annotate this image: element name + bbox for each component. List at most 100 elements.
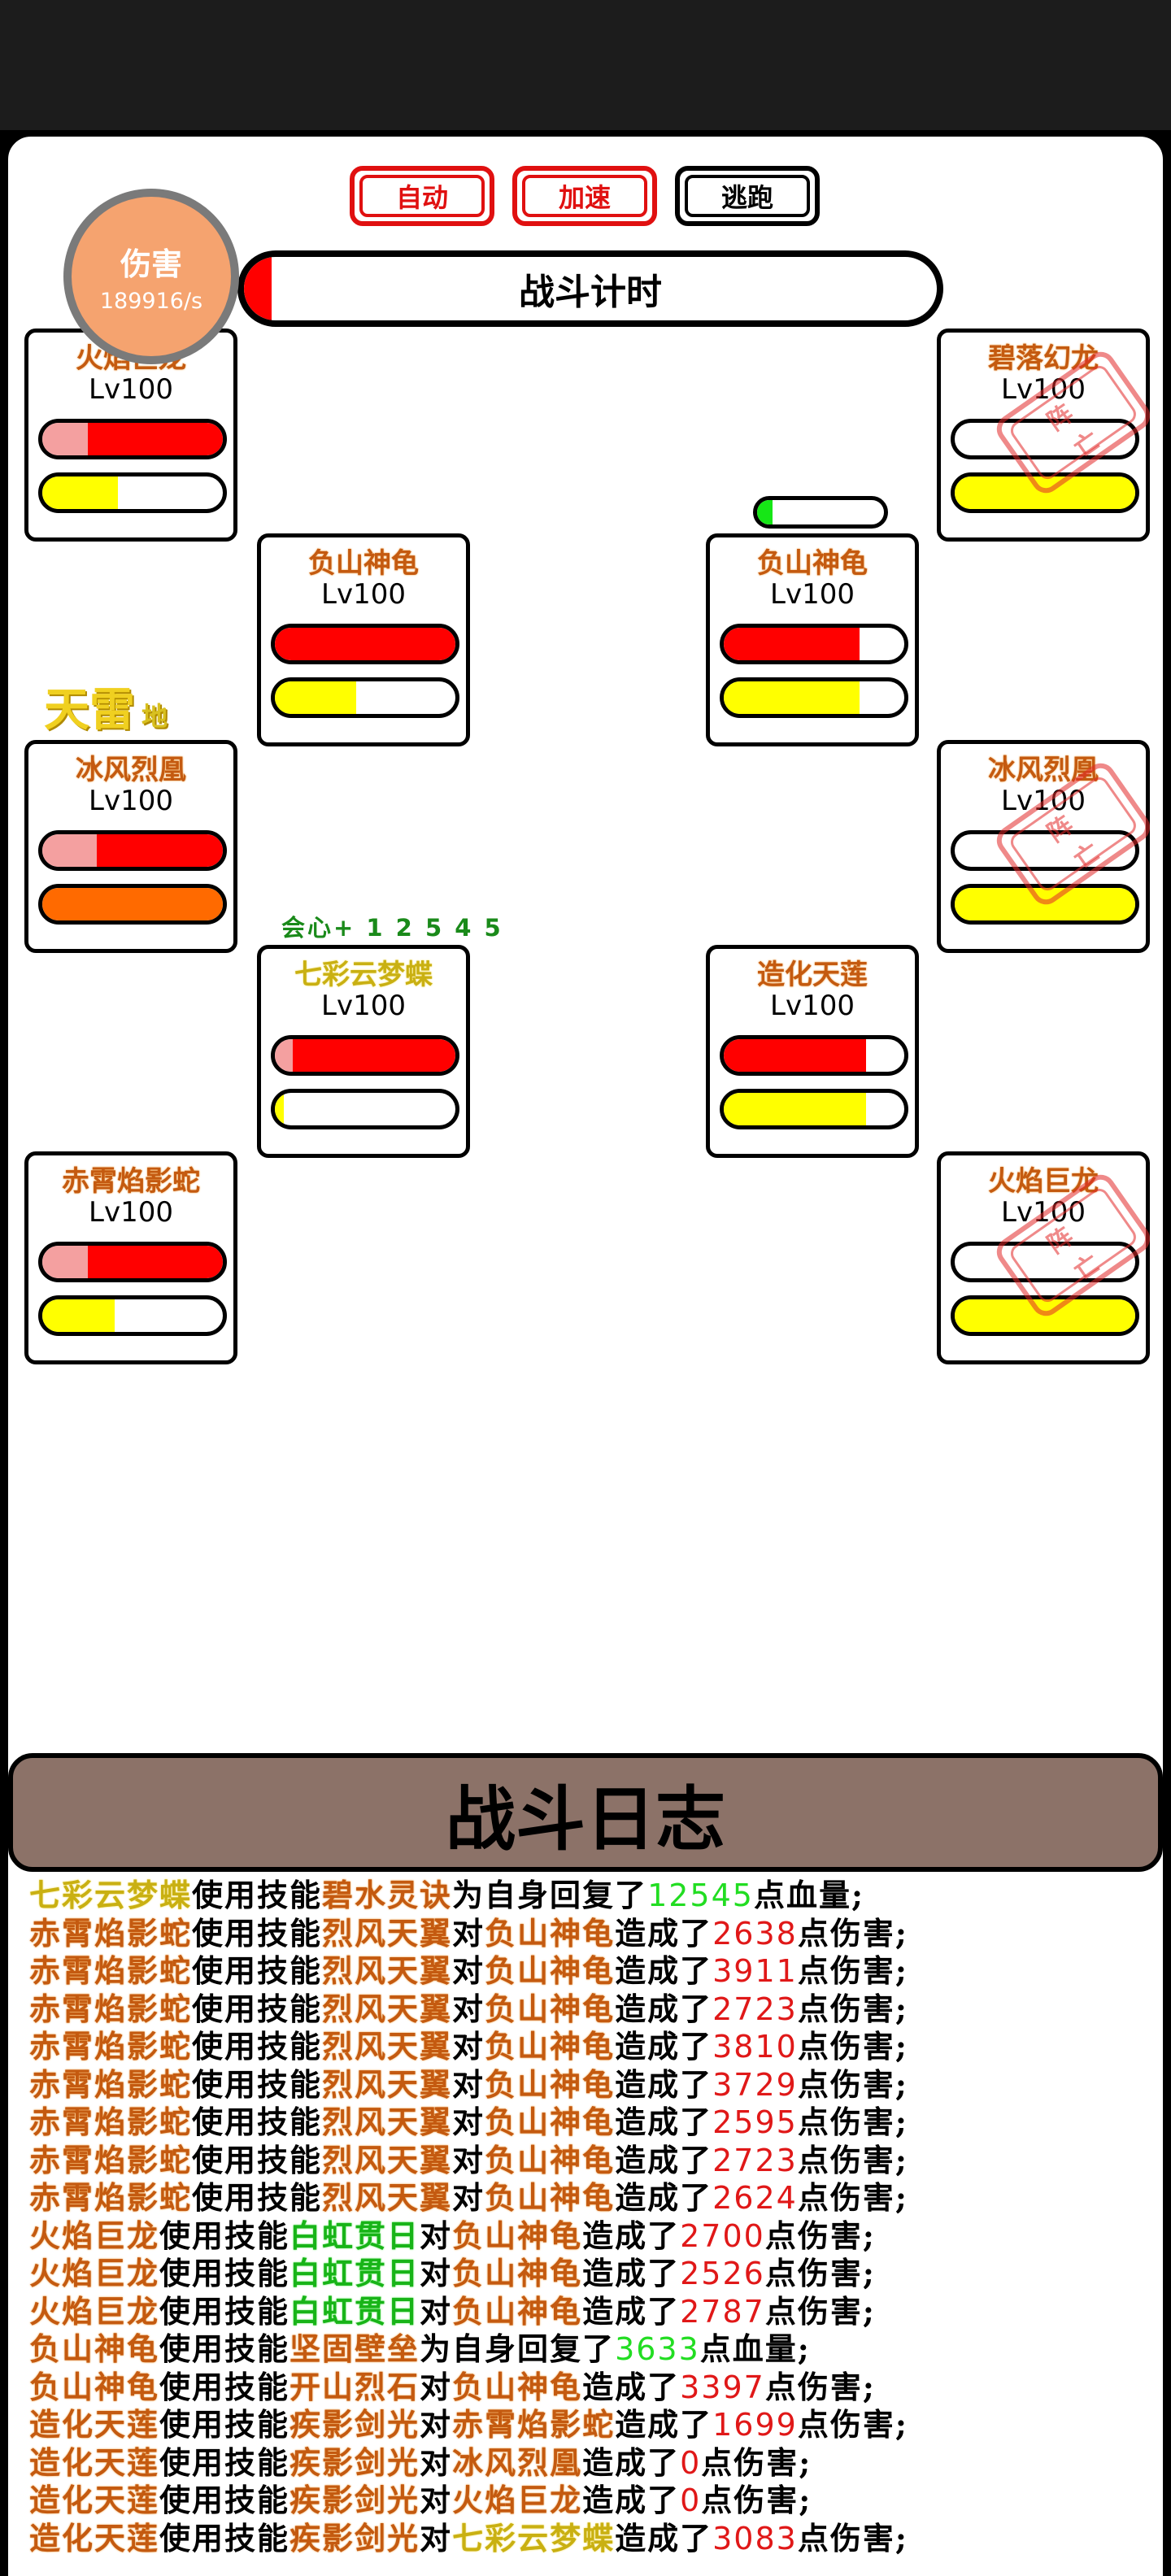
hp-fill (724, 628, 860, 660)
unit-level: Lv100 (321, 990, 406, 1022)
log-actor: 火焰巨龙 (29, 2217, 160, 2254)
unit-name: 冰风烈凰 (76, 754, 186, 786)
log-word: 对 (420, 2482, 453, 2518)
log-actor: 火焰巨龙 (29, 2255, 160, 2291)
log-line: 造化天莲使用技能疾影剑光对冰风烈凰造成了0点伤害; (29, 2444, 1151, 2482)
hp-bar (951, 830, 1139, 871)
log-skill: 疾影剑光 (289, 2443, 420, 2481)
hp-fill (275, 628, 455, 660)
flee-button[interactable]: 逃跑 (675, 166, 820, 226)
log-word: 使用技能 (159, 2330, 290, 2367)
log-word: 使用技能 (159, 2406, 290, 2443)
energy-bar (720, 677, 908, 718)
shield-bar (753, 496, 888, 529)
log-word: 点伤害; (701, 2482, 812, 2518)
hp-lost-fill (42, 1246, 88, 1278)
energy-bar (271, 677, 459, 718)
log-line: 赤霄焰影蛇使用技能烈风天翼对负山神龟造成了3729点伤害; (29, 2066, 1151, 2104)
energy-fill (955, 476, 1135, 509)
energy-bar (951, 472, 1139, 513)
log-word: 点伤害; (797, 1990, 908, 2027)
energy-fill (955, 1299, 1135, 1332)
log-skill: 白虹贯日 (289, 2217, 420, 2254)
battle-log[interactable]: 七彩云梦蝶使用技能碧水灵诀为自身回复了12545点血量;赤霄焰影蛇使用技能烈风天… (29, 1877, 1151, 2557)
log-word: 使用技能 (192, 1877, 323, 1913)
log-actor: 赤霄焰影蛇 (29, 2141, 193, 2178)
speed-button[interactable]: 加速 (512, 166, 657, 226)
log-heal-value: 3633 (615, 2331, 700, 2367)
energy-fill (275, 1093, 285, 1125)
log-line: 赤霄焰影蛇使用技能烈风天翼对负山神龟造成了2638点伤害; (29, 1915, 1151, 1953)
hp-bar (38, 419, 227, 459)
log-word: 使用技能 (159, 2368, 290, 2405)
log-damage-value: 3083 (712, 2520, 798, 2556)
log-line: 造化天莲使用技能疾影剑光对七彩云梦蝶造成了3083点伤害; (29, 2520, 1151, 2558)
unit-level: Lv100 (89, 1196, 173, 1229)
log-actor: 造化天莲 (29, 2443, 160, 2481)
log-word: 点伤害; (797, 2065, 908, 2103)
skill-flag: 天雷地 (44, 673, 168, 739)
hp-lost-fill (42, 423, 88, 455)
log-target: 冰风烈凰 (452, 2443, 583, 2481)
log-line: 赤霄焰影蛇使用技能烈风天翼对负山神龟造成了2624点伤害; (29, 2179, 1151, 2217)
log-word: 使用技能 (159, 2519, 290, 2556)
unit-level: Lv100 (321, 578, 406, 611)
log-word: 造成了 (582, 2482, 681, 2518)
log-damage-value: 2700 (680, 2217, 765, 2254)
log-word: 造成了 (615, 1990, 713, 2027)
hp-fill (87, 1246, 223, 1278)
log-actor: 负山神龟 (29, 2368, 160, 2405)
log-word: 对 (420, 2406, 453, 2443)
unit-name: 七彩云梦蝶 (294, 959, 433, 991)
energy-fill (724, 681, 860, 714)
unit-level: Lv100 (89, 373, 173, 406)
unit-level: Lv100 (770, 578, 855, 611)
log-word: 点伤害; (797, 2104, 908, 2140)
energy-bar (271, 1089, 459, 1129)
log-word: 点血量; (753, 1877, 864, 1913)
log-word: 造成了 (615, 2065, 713, 2103)
log-actor: 造化天莲 (29, 2406, 160, 2443)
hp-bar (38, 1242, 227, 1282)
log-line: 赤霄焰影蛇使用技能烈风天翼对负山神龟造成了2595点伤害; (29, 2104, 1151, 2142)
energy-bar (38, 884, 227, 925)
energy-fill (42, 476, 119, 509)
log-word: 点伤害; (797, 2179, 908, 2216)
log-skill: 烈风天翼 (322, 2179, 453, 2216)
log-skill: 烈风天翼 (322, 1990, 453, 2027)
log-line: 造化天莲使用技能疾影剑光对赤霄焰影蛇造成了1699点伤害; (29, 2406, 1151, 2444)
log-word: 造成了 (615, 2519, 713, 2556)
log-damage-value: 2787 (680, 2293, 765, 2330)
log-word: 点伤害; (764, 2368, 876, 2405)
log-line: 负山神龟使用技能开山烈石对负山神龟造成了3397点伤害; (29, 2369, 1151, 2407)
log-target: 负山神龟 (485, 1914, 616, 1952)
log-word: 造成了 (582, 2443, 681, 2481)
log-line: 造化天莲使用技能疾影剑光对火焰巨龙造成了0点伤害; (29, 2482, 1151, 2520)
log-damage-value: 3397 (680, 2369, 765, 2405)
log-word: 使用技能 (192, 2104, 323, 2140)
log-damage-value: 2723 (712, 1991, 798, 2027)
log-word: 对 (452, 2104, 485, 2140)
unit-name: 冰风烈凰 (988, 754, 1099, 786)
log-word: 为自身回复了 (452, 1877, 648, 1913)
log-heal-value: 12545 (647, 1878, 754, 1913)
log-actor: 七彩云梦蝶 (29, 1877, 193, 1913)
log-target: 负山神龟 (452, 2292, 583, 2330)
auto-button[interactable]: 自动 (350, 166, 494, 226)
log-line: 七彩云梦蝶使用技能碧水灵诀为自身回复了12545点血量; (29, 1877, 1151, 1915)
unit-name: 碧落幻龙 (988, 342, 1099, 375)
energy-fill (724, 1093, 867, 1125)
energy-fill (42, 1299, 115, 1332)
log-damage-value: 2723 (712, 2142, 798, 2178)
log-target: 负山神龟 (485, 2028, 616, 2065)
